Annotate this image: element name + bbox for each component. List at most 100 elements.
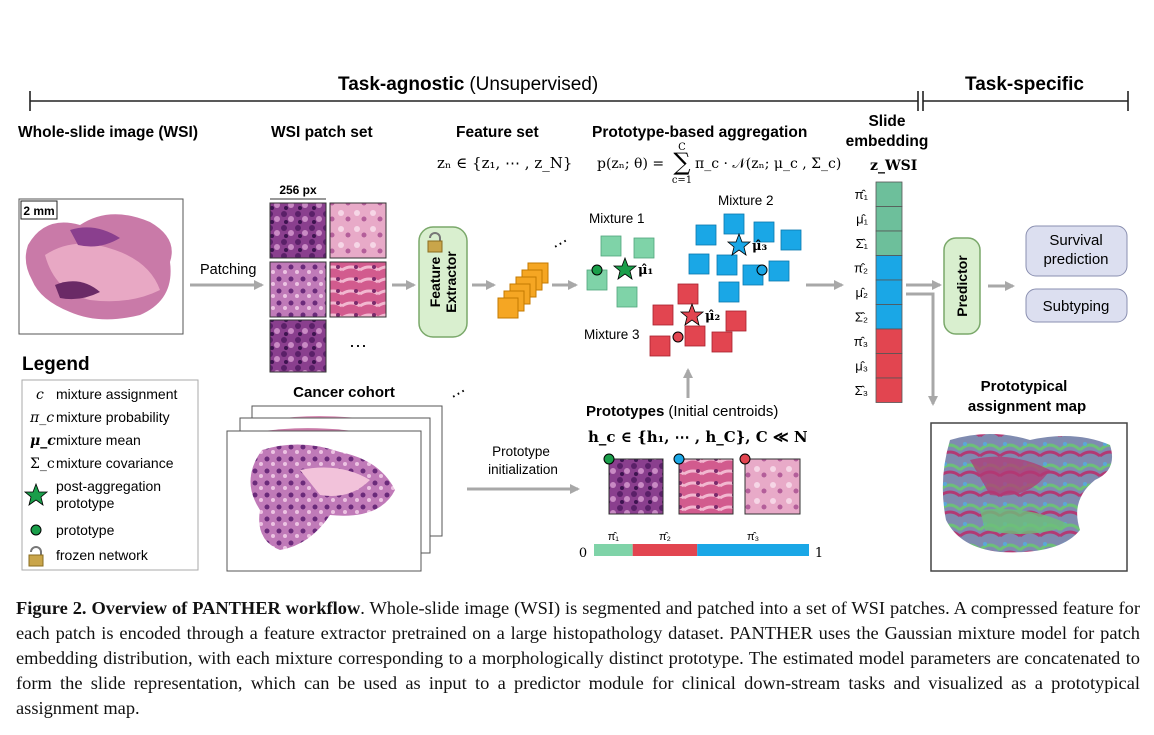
prototype-dot-icon: [739, 453, 751, 465]
mixture1-label: Mixture 1: [589, 211, 645, 226]
feature-ellipsis: ⋯: [550, 233, 572, 256]
subtyping-label: Subtyping: [1043, 298, 1110, 315]
legend-star-icon: [23, 482, 49, 506]
mixture3-cluster: [649, 283, 747, 357]
embedding-label: μ̂₂: [855, 285, 868, 300]
embedding-cell: [875, 230, 903, 256]
lock-icon: [427, 232, 443, 253]
patch-tile: [269, 261, 327, 318]
legend-text: prototype: [56, 495, 115, 511]
patch-ellipsis: ⋯: [349, 336, 367, 356]
patch-tile: [329, 202, 387, 259]
patch-tile: [329, 261, 387, 318]
legend-text: mixture mean: [56, 432, 141, 448]
feature-block: [497, 297, 519, 319]
mixture3-label: Mixture 3: [584, 327, 640, 342]
legend-box: c mixture assignment π_c mixture probabi…: [21, 379, 199, 571]
prototype-dot-icon: [673, 453, 685, 465]
prototype-tile: [608, 458, 664, 515]
predictor-block: Predictor: [943, 237, 981, 335]
z-wsi-label: z_WSI: [870, 158, 917, 174]
legend-title: Legend: [22, 354, 90, 375]
survival-prediction-box: Survival prediction: [1025, 225, 1128, 277]
caption-fig-number: Figure 2.: [16, 598, 87, 618]
gmm-sum-top: C: [678, 142, 686, 153]
slide-title-line2: embedding: [846, 133, 929, 150]
wsi-title: Whole-slide image (WSI): [18, 124, 198, 141]
figure-caption: Figure 2. Overview of PANTHER workflow. …: [16, 596, 1140, 721]
legend-text: post-aggregation: [56, 478, 161, 494]
feature-extractor-block: Feature Extractor: [418, 226, 468, 338]
proto-map-title-1: Prototypical: [981, 378, 1068, 395]
embedding-label: π̂₁: [855, 187, 869, 202]
bar-segment: [697, 544, 809, 556]
embedding-label: Σ̂₁: [856, 236, 869, 251]
embedding-cell: [875, 353, 903, 379]
to-map-arrow: [906, 292, 938, 406]
feature-set-formula: zₙ ∈ {z₁, ⋯ , z_N}: [437, 154, 572, 172]
bar-segment-label: π̂₃: [747, 531, 759, 543]
legend-text: mixture probability: [56, 409, 170, 425]
task-agnostic-label: Task-agnostic(Unsupervised): [338, 74, 598, 95]
gmm-formula-lhs: p(zₙ; θ) =: [597, 156, 664, 172]
embedding-cell: [875, 377, 903, 403]
legend-lock-icon: [28, 546, 44, 567]
legend-text: mixture covariance: [56, 455, 174, 471]
cancer-cohort-title: Cancer cohort: [293, 384, 395, 401]
patch-size-label: 256 px: [279, 183, 317, 197]
mixture1-cluster: [586, 235, 655, 308]
proto-init-label-2: initialization: [488, 462, 558, 477]
subtyping-box: Subtyping: [1025, 288, 1128, 323]
mixture2-star-icon: [726, 232, 752, 256]
mu2-label: μ̂₂: [705, 309, 720, 324]
wsi-thumbnail: 2 mm: [18, 198, 184, 335]
predictor-label: Predictor: [954, 255, 970, 317]
embedding-cell: [875, 206, 903, 232]
prototype-dot-icon: [672, 331, 684, 343]
legend-symbol: Σ_c: [30, 456, 55, 472]
survival-label-1: Survival: [1049, 232, 1102, 249]
legend-symbol: c: [36, 387, 44, 403]
embedding-cell: [875, 279, 903, 305]
prototype-tiles: [608, 458, 801, 515]
extractor-label-2: Extractor: [443, 251, 459, 313]
prototypes-formula: h_c ∈ {h₁, ⋯ , h_C}, C ≪ N: [588, 428, 808, 446]
embedding-cell: [875, 328, 903, 354]
mu1-label: μ̂₁: [638, 263, 653, 278]
proto-init-label-1: Prototype: [492, 444, 550, 459]
embedding-label: μ̂₁: [856, 212, 868, 227]
embedding-cell: [875, 181, 903, 207]
cohort-slide-stack: [226, 405, 443, 572]
bar-zero-label: 0: [579, 546, 587, 561]
cohort-ellipsis: ⋯: [448, 383, 470, 406]
embedding-cell: [875, 304, 903, 330]
mixture2-label: Mixture 2: [718, 193, 774, 208]
mixture3-star-icon: [679, 302, 705, 326]
patch-tile: [269, 202, 327, 259]
patching-label: Patching: [200, 262, 256, 278]
gmm-formula-rhs: π_c · 𝒩(zₙ; μ_c , Σ_c): [695, 156, 841, 172]
feature-stack: [497, 262, 549, 319]
bar-segment: [632, 544, 698, 556]
mixture2-cluster: [688, 213, 802, 303]
caption-body: . Whole-slide image (WSI) is segmented a…: [16, 598, 1140, 718]
embedding-label: Σ̂₂: [855, 310, 868, 325]
embedding-cell: [875, 255, 903, 281]
bar-segment: [594, 544, 633, 556]
legend-text: mixture assignment: [56, 386, 177, 402]
prototype-tile: [744, 458, 801, 515]
timeline-bar: [29, 91, 1129, 111]
patch-tile: [269, 319, 327, 373]
embedding-label: π̂₃: [854, 334, 868, 349]
patch-set-title: WSI patch set: [271, 124, 373, 141]
legend-text: frozen network: [56, 547, 149, 563]
legend-dot-icon: [30, 524, 42, 536]
aggregation-title: Prototype-based aggregation: [592, 124, 807, 141]
embedding-label: μ̂₃: [855, 359, 868, 374]
patch-grid: [269, 202, 387, 373]
slide-title-line1: Slide: [868, 113, 905, 130]
embedding-label: π̂₂: [854, 261, 868, 276]
workflow-diagram: Task-agnostic(Unsupervised) Task-specifi…: [18, 74, 1129, 572]
extractor-label-1: Feature: [427, 257, 443, 308]
